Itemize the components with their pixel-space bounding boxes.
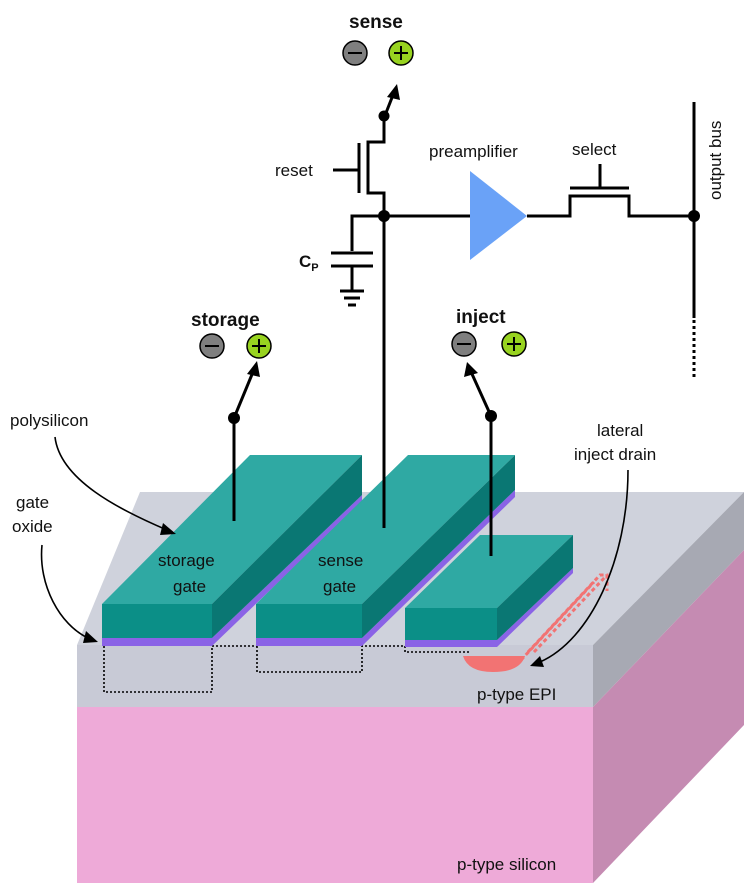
- gate-oxide-label-line2: oxide: [12, 517, 53, 536]
- storage-minus-button[interactable]: [199, 333, 225, 359]
- reset-drain-node: [378, 110, 390, 122]
- reset-transistor: reset: [275, 84, 400, 216]
- sense-gate-side: [362, 455, 515, 638]
- sense-arrowhead: [387, 84, 400, 100]
- storage-gate-label-line2: gate: [173, 577, 206, 596]
- sense-gate-label-line1: sense: [318, 551, 363, 570]
- sense-plus-button[interactable]: [388, 40, 414, 66]
- storage-label: storage: [191, 310, 260, 331]
- polysilicon-arrow: [54, 436, 168, 531]
- gate-oxide-arrow: [40, 544, 89, 639]
- output-bus-label: output bus: [706, 121, 725, 200]
- sense-minus-button[interactable]: [342, 40, 368, 66]
- output-bus: output bus: [688, 102, 725, 380]
- inject-gate-front: [405, 608, 497, 640]
- storage-well-outline: [103, 645, 257, 693]
- inject-terminal: inject: [451, 307, 527, 357]
- sense-gate-front: [256, 604, 362, 638]
- annotations: polysilicon gate oxide lateral inject dr…: [10, 411, 656, 667]
- select-label: select: [572, 140, 617, 159]
- epi-front-face: [77, 645, 593, 707]
- sense-gate-top: [256, 455, 515, 604]
- lateral-drain-arrow: [539, 469, 629, 663]
- storage-gate-front: [102, 604, 212, 638]
- silicon-right-side: [593, 550, 744, 883]
- gate-contacts: [228, 216, 497, 556]
- cp-label: CP: [299, 252, 319, 274]
- potential-wells: [103, 645, 470, 693]
- sense-terminal: sense: [342, 12, 414, 66]
- p-type-silicon-label: p-type silicon: [457, 855, 556, 874]
- storage-gate-side: [212, 455, 362, 638]
- inject-arrowhead: [464, 362, 478, 377]
- storage-gate: storage gate: [102, 455, 362, 646]
- lateral-drain-label-line1: lateral: [597, 421, 643, 440]
- gate-oxide-label-line1: gate: [16, 493, 49, 512]
- sense-gate-label-line2: gate: [323, 577, 356, 596]
- epi-right-side: [593, 492, 744, 707]
- inject-gate: [405, 535, 573, 647]
- inject-plus-button[interactable]: [501, 331, 527, 357]
- storage-arrowhead: [247, 361, 260, 377]
- storage-plus-button[interactable]: [246, 333, 272, 359]
- drain-implant: [463, 656, 525, 672]
- silicon-front-face: [77, 707, 593, 883]
- lateral-inject-drain: [463, 573, 609, 672]
- inject-minus-button[interactable]: [451, 331, 477, 357]
- inject-well-outline: [404, 646, 470, 653]
- cp-capacitor: CP: [299, 214, 384, 307]
- preamplifier-triangle: [470, 171, 527, 260]
- polysilicon-label: polysilicon: [10, 411, 88, 430]
- inject-gate-side: [497, 535, 573, 640]
- sense-gate: sense gate: [256, 455, 515, 646]
- p-type-epi-label: p-type EPI: [477, 685, 556, 704]
- preamplifier-label: preamplifier: [429, 142, 518, 161]
- readout-circuit: reset CP preamplifier select: [275, 84, 725, 380]
- select-transistor: select: [527, 140, 694, 218]
- storage-terminal: storage: [191, 310, 272, 359]
- inject-gate-top: [405, 535, 573, 608]
- reset-label: reset: [275, 161, 313, 180]
- inject-label: inject: [456, 307, 506, 328]
- output-bus-node: [688, 210, 700, 222]
- sense-label: sense: [349, 12, 403, 33]
- storage-gate-label-line1: storage: [158, 551, 215, 570]
- lateral-drain-label-line2: inject drain: [574, 445, 656, 464]
- storage-gate-top: [102, 455, 362, 604]
- sense-well-outline: [256, 645, 405, 673]
